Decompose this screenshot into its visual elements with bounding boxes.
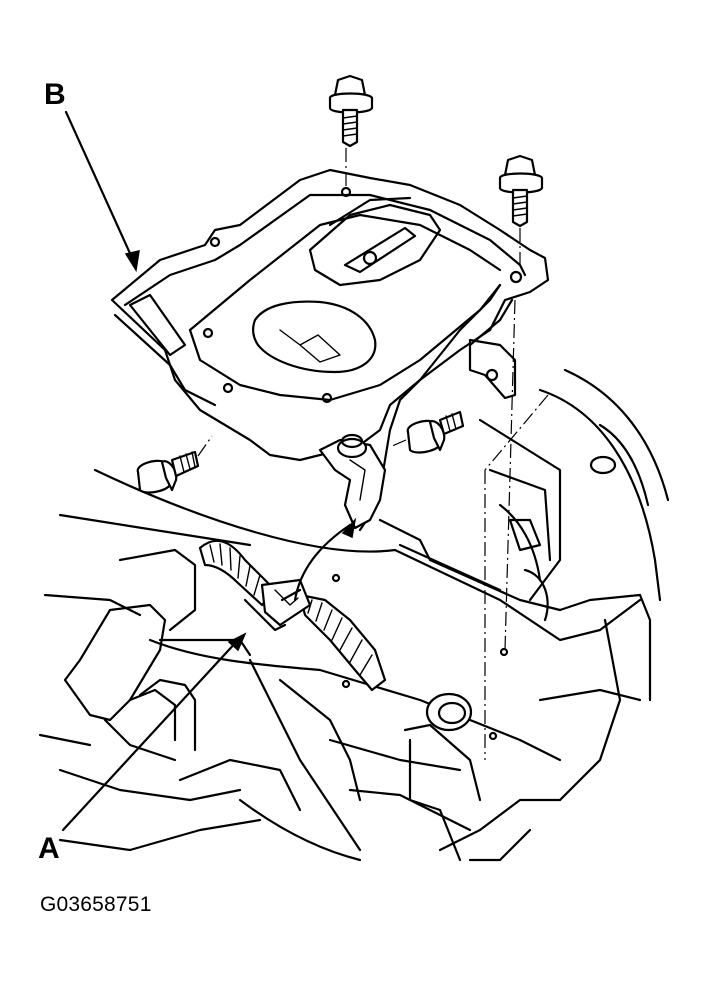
figure-code: G03658751	[40, 893, 152, 916]
callout-a-arrowhead	[227, 632, 247, 652]
install-arrow	[293, 517, 357, 602]
callout-leaders	[61, 110, 247, 832]
bolt-top-center	[328, 74, 374, 148]
bolt-lower-left	[136, 450, 200, 494]
alignment-lines	[197, 148, 549, 760]
callout-label-a: A	[38, 832, 60, 865]
bolt-lower-right	[406, 410, 465, 454]
callout-label-b: B	[44, 78, 66, 111]
mounting-bracket	[110, 168, 550, 532]
callout-b-arrowhead	[124, 250, 140, 273]
bolt-top-right	[498, 154, 544, 228]
